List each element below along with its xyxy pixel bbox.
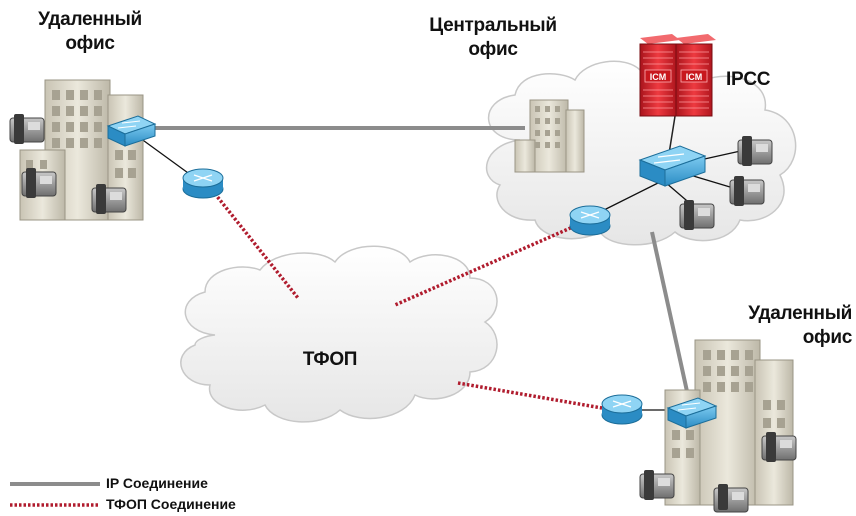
remote-office-left-label: Удаленный офис [20, 8, 160, 56]
phone-icon [729, 176, 765, 206]
router-central-icon [569, 205, 611, 236]
ip-link-central-to-right [650, 231, 692, 406]
remote-office-left-label-line2: офис [65, 33, 115, 54]
phone-icon [737, 136, 773, 166]
ip-phones [9, 114, 797, 513]
icm-server-2: ICM [675, 34, 716, 117]
ipcc-label: IPCC [726, 69, 771, 90]
legend [10, 482, 100, 507]
pstn-cloud-label: ТФОП [302, 349, 358, 370]
pstn-cloud [180, 245, 498, 423]
phone-icon [713, 484, 749, 513]
phone-icon [21, 168, 57, 198]
phone-icon [9, 114, 45, 144]
phone-icon [639, 470, 675, 500]
legend-ip-label: IP Соединение [106, 475, 208, 491]
remote-office-right-label-line2: офис [802, 327, 853, 348]
pstn-link-right [457, 381, 603, 410]
phone-icon [91, 184, 127, 214]
switch-right-icon [666, 397, 718, 429]
switch-central-icon [638, 145, 707, 187]
router-right-icon [601, 394, 643, 425]
central-office-label-line2: офис [468, 39, 518, 60]
pstn-link-central [394, 224, 576, 307]
router-left-icon [182, 168, 224, 199]
pstn-connection-links [210, 188, 603, 410]
phone-icon [761, 432, 797, 462]
remote-office-left-label-line1: Удаленный [38, 9, 142, 30]
central-office-label: Центральный офис [408, 14, 578, 62]
switch-left-icon [106, 115, 157, 147]
legend-pstn-label: ТФОП Соединение [106, 496, 236, 512]
icm-server-1: ICM [639, 34, 680, 117]
icm-server-1-tag: ICM [650, 72, 667, 82]
remote-office-right-label-line1: Удаленный [748, 303, 852, 324]
central-office-label-line1: Центральный [429, 15, 557, 36]
icm-server-2-tag: ICM [686, 72, 703, 82]
remote-office-right-label: Удаленный офис [720, 302, 856, 350]
pstn-link-left [210, 188, 300, 300]
central-office-building [514, 99, 585, 173]
phone-icon [679, 200, 715, 230]
